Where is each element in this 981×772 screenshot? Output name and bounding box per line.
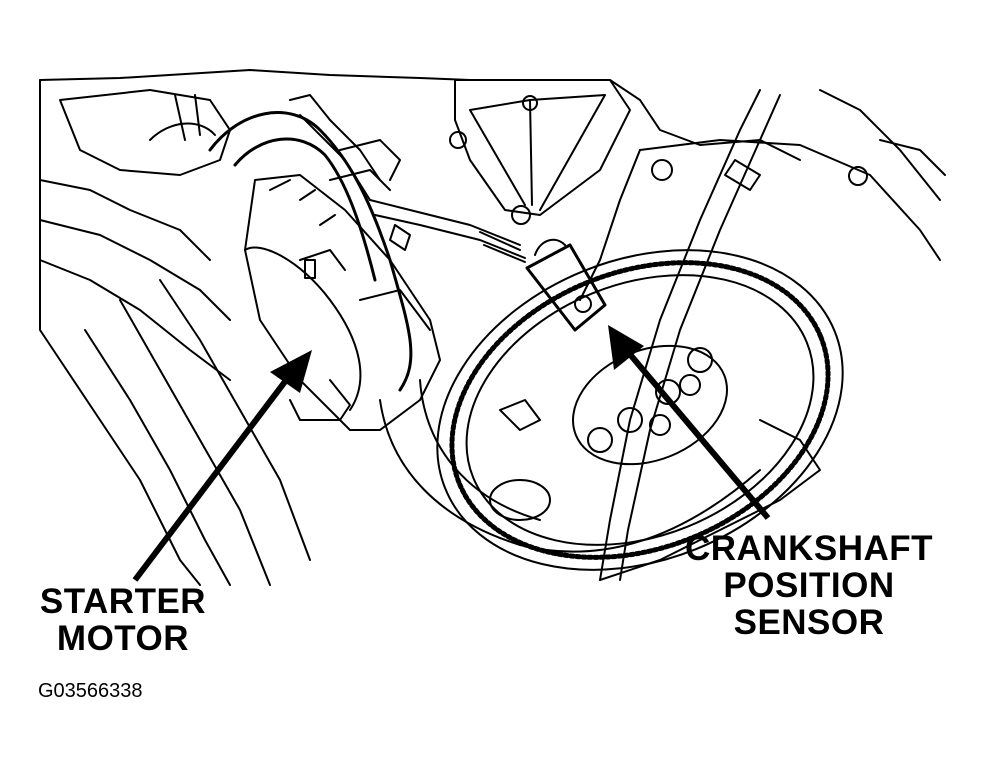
crankshaft-position-sensor: [479, 231, 607, 332]
starter-motor-label-line-2: MOTOR: [56, 619, 190, 658]
dipstick-tube: [599, 89, 781, 581]
cables: [208, 94, 526, 392]
starter-motor-label: STARTER MOTOR: [28, 583, 218, 657]
starter-motor-label-line-1: STARTER: [39, 582, 207, 621]
crankshaft-sensor-label-line-1: CRANKSHAFT: [684, 529, 934, 568]
crankshaft-sensor-label-line-3: SENSOR: [733, 603, 885, 642]
crankshaft-sensor-label: CRANKSHAFT POSITION SENSOR: [678, 530, 940, 641]
converter-housing: [379, 379, 761, 553]
bellhousing: [579, 89, 946, 581]
starter-arrow: [132, 350, 312, 582]
crankshaft-sensor-label-line-2: POSITION: [723, 566, 895, 605]
engine-block: [39, 69, 471, 586]
flywheel: [436, 249, 844, 571]
figure-id: G03566338: [38, 680, 143, 702]
crankshaft-arrow: [608, 325, 771, 520]
timing-cover: [449, 79, 801, 225]
